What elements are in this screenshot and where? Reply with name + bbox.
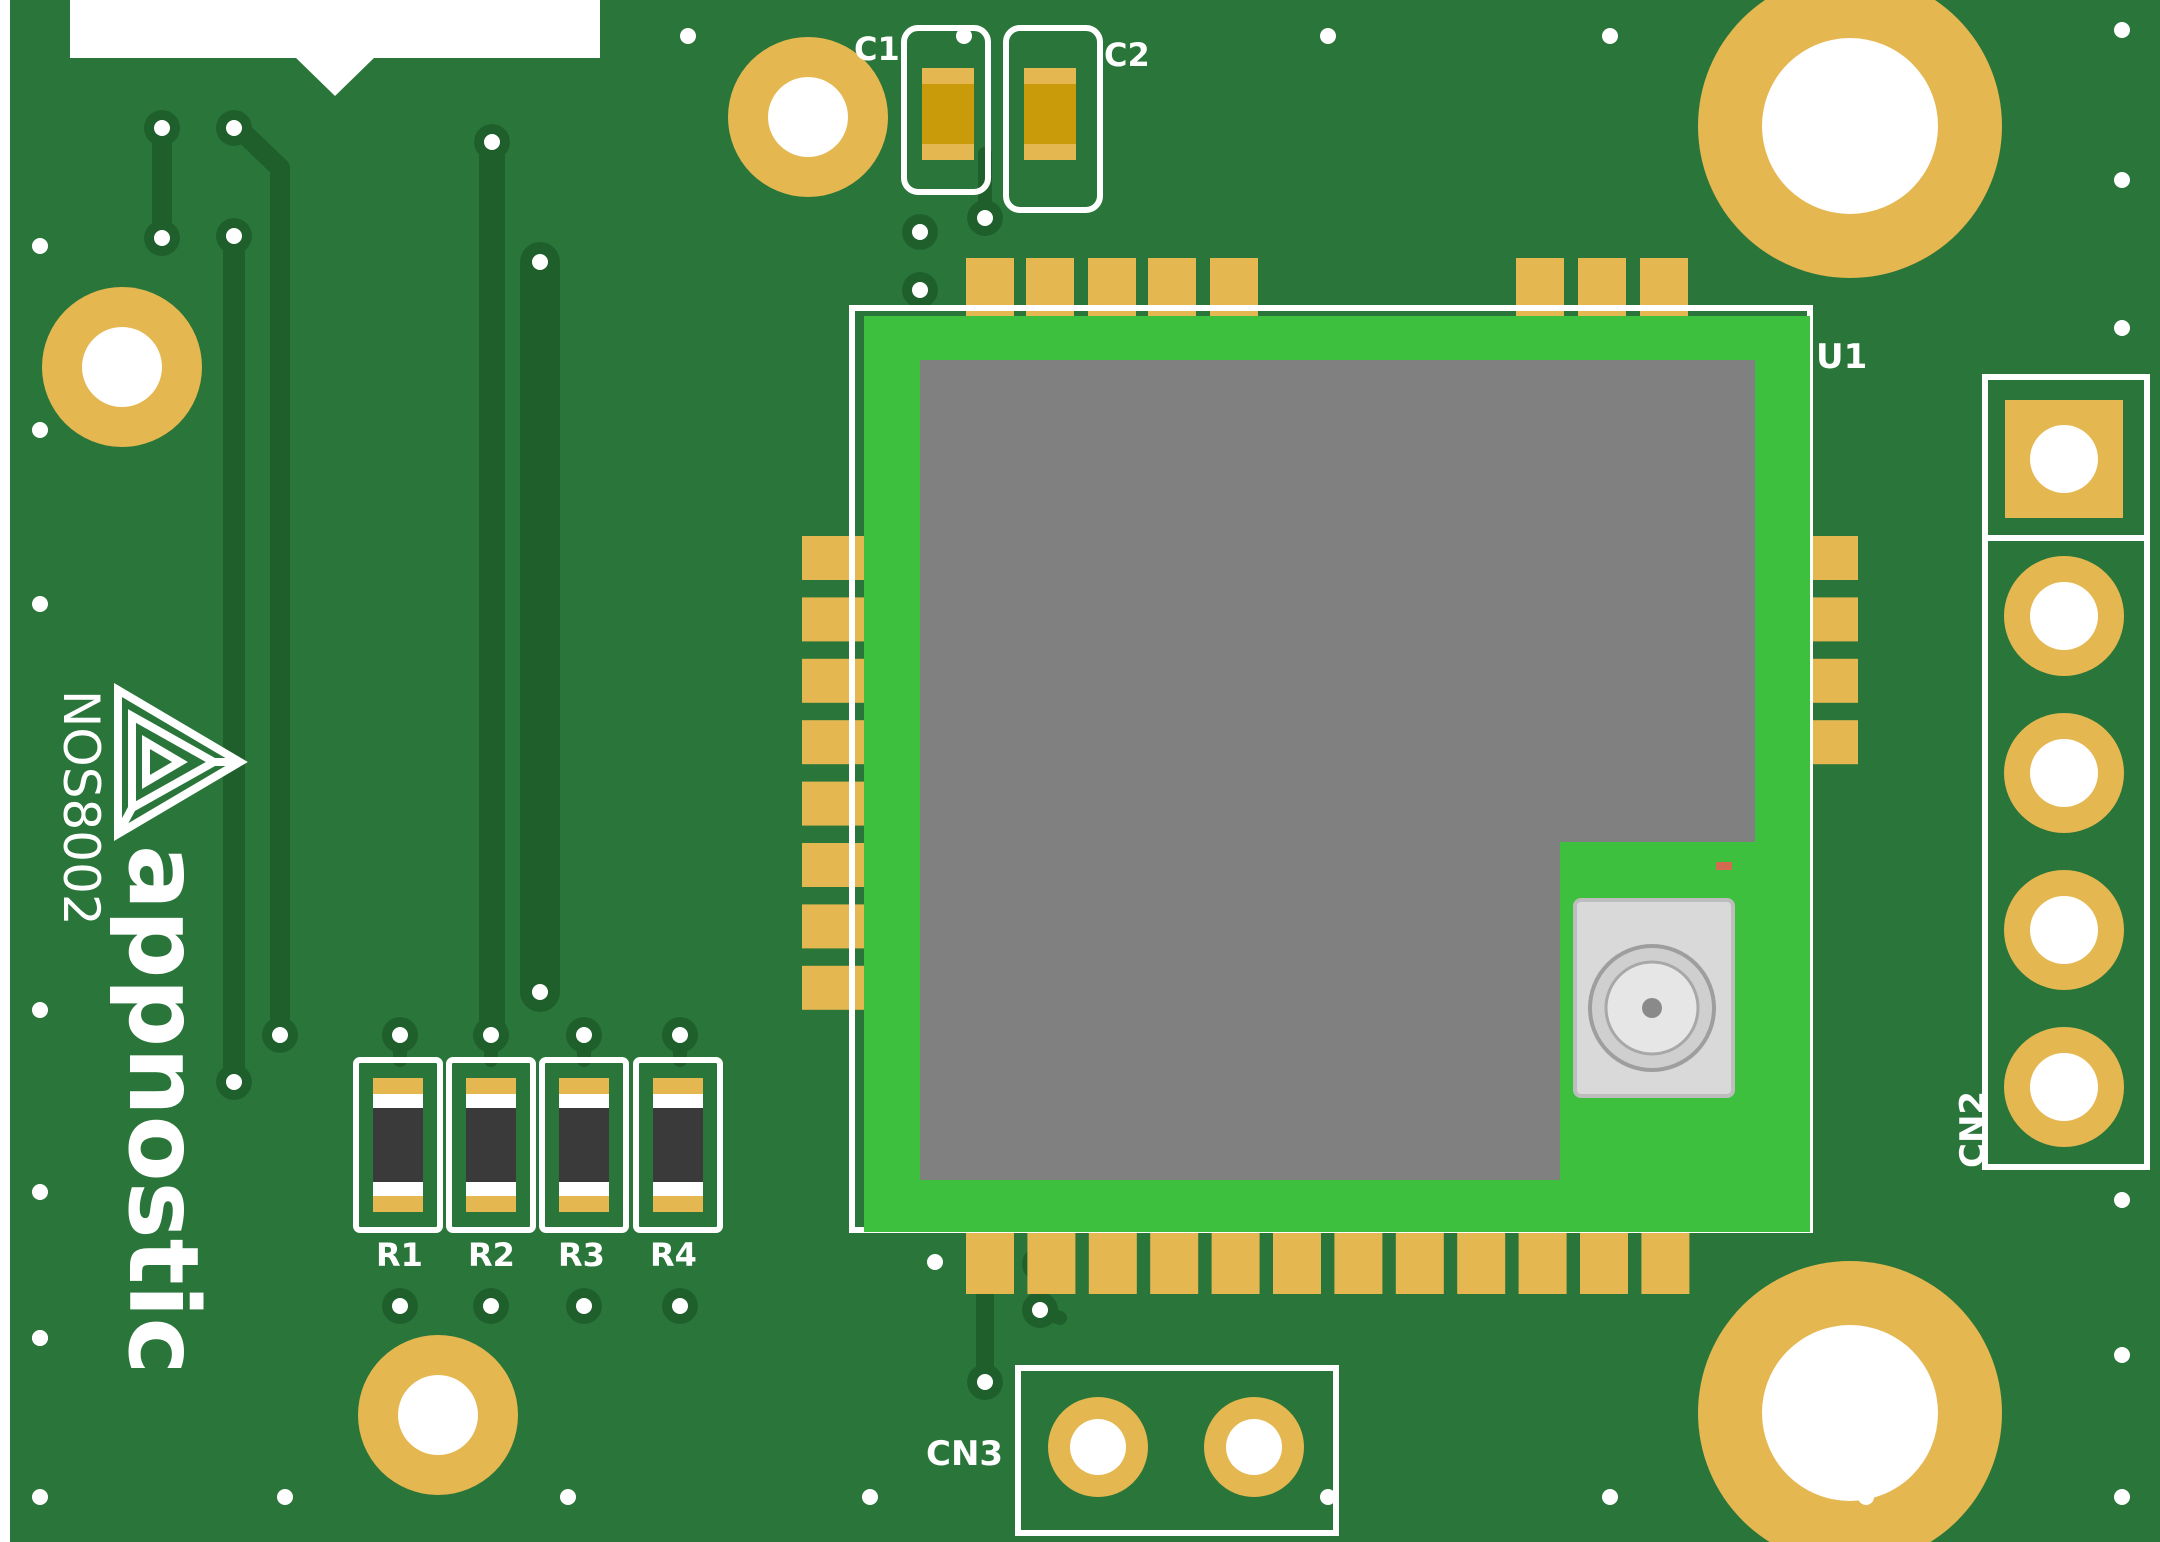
stitch-via bbox=[32, 1184, 48, 1200]
resistor-terminal bbox=[559, 1094, 609, 1108]
resistor-pad bbox=[466, 1196, 516, 1212]
via-drill bbox=[672, 1027, 688, 1043]
label-c2: C2 bbox=[1104, 36, 1150, 74]
via-drill bbox=[154, 230, 170, 246]
via-drill bbox=[672, 1298, 688, 1314]
stitch-via bbox=[32, 422, 48, 438]
stitch-via bbox=[32, 1002, 48, 1018]
resistor-pad bbox=[373, 1078, 423, 1094]
mounting-holes bbox=[42, 0, 2002, 1542]
vias bbox=[32, 22, 2130, 1505]
resistor-terminal bbox=[559, 1182, 609, 1196]
resistor-r3-outline bbox=[539, 1057, 629, 1233]
resistor-terminal bbox=[373, 1094, 423, 1108]
label-u1: U1 bbox=[1816, 337, 1867, 377]
via-drill bbox=[483, 1298, 499, 1314]
resistor-terminal bbox=[466, 1094, 516, 1108]
cn2-pin-drill bbox=[2030, 1053, 2098, 1121]
resistor-r4-outline bbox=[633, 1057, 723, 1233]
stitch-via bbox=[2114, 1489, 2130, 1505]
cn2-pin-drill bbox=[2030, 582, 2098, 650]
stitch-via bbox=[32, 1330, 48, 1346]
rf-shield-can bbox=[920, 360, 1755, 1180]
label-cn2: CN2 bbox=[1953, 1091, 1993, 1168]
stitch-via bbox=[1602, 1489, 1618, 1505]
ufl-center-pin bbox=[1642, 998, 1662, 1018]
stitch-via bbox=[1320, 28, 1336, 44]
resistor-terminal bbox=[653, 1094, 703, 1108]
edge-marker bbox=[70, 0, 600, 96]
capacitor-c1 bbox=[901, 25, 991, 195]
via-drill bbox=[532, 254, 548, 270]
model-number: NOS8002 bbox=[52, 690, 110, 926]
via-drill bbox=[226, 1074, 242, 1090]
stitch-via bbox=[1320, 1489, 1336, 1505]
via-drill bbox=[226, 120, 242, 136]
via-drill bbox=[154, 120, 170, 136]
resistors bbox=[353, 1057, 723, 1233]
via-drill bbox=[532, 984, 548, 1000]
stitch-via bbox=[1858, 1489, 1874, 1505]
resistor-pad bbox=[559, 1078, 609, 1094]
module-u1 bbox=[849, 305, 1813, 1233]
stitch-via bbox=[2114, 1347, 2130, 1363]
label-r3: R3 bbox=[558, 1236, 605, 1274]
stitch-via bbox=[956, 28, 972, 44]
cn2-pin-drill bbox=[2030, 739, 2098, 807]
via-drill bbox=[484, 134, 500, 150]
via-drill bbox=[912, 282, 928, 298]
via-drill bbox=[912, 224, 928, 240]
stitch-via bbox=[927, 1254, 943, 1270]
resistor-pad bbox=[373, 1196, 423, 1212]
stitch-via bbox=[1602, 28, 1618, 44]
stitch-via bbox=[680, 28, 696, 44]
via-drill bbox=[576, 1298, 592, 1314]
connector-cn3 bbox=[1015, 1365, 1339, 1536]
mounting-hole-left-drill bbox=[82, 327, 162, 407]
label-cn3: CN3 bbox=[926, 1434, 1003, 1474]
pin-header-cn2 bbox=[1982, 374, 2150, 1170]
resistor-terminal bbox=[466, 1182, 516, 1196]
via-drill bbox=[226, 228, 242, 244]
stitch-via bbox=[862, 1489, 878, 1505]
cn2-pin-drill bbox=[2030, 896, 2098, 964]
resistor-terminal bbox=[653, 1182, 703, 1196]
via-drill bbox=[483, 1027, 499, 1043]
via-drill bbox=[392, 1027, 408, 1043]
stitch-via bbox=[2114, 172, 2130, 188]
label-r1: R1 bbox=[376, 1236, 423, 1274]
stitch-via bbox=[32, 596, 48, 612]
via-drill bbox=[977, 1374, 993, 1390]
appnostic-triangle-logo bbox=[114, 682, 248, 842]
via-drill bbox=[977, 210, 993, 226]
resistor-pad bbox=[653, 1078, 703, 1094]
capacitor-c2 bbox=[1003, 25, 1103, 213]
resistor-terminal bbox=[373, 1182, 423, 1196]
via-drill bbox=[272, 1027, 288, 1043]
brand-wordmark: appnostic bbox=[107, 845, 219, 1374]
via-drill bbox=[576, 1027, 592, 1043]
via-drill bbox=[392, 1298, 408, 1314]
mounting-hole-top-drill bbox=[768, 77, 848, 157]
resistor-r1-outline bbox=[353, 1057, 443, 1233]
resistor-r2-outline bbox=[446, 1057, 536, 1233]
stitch-via bbox=[2114, 1192, 2130, 1208]
via-drill bbox=[1032, 1302, 1048, 1318]
resistor-pad bbox=[466, 1078, 516, 1094]
label-r2: R2 bbox=[468, 1236, 515, 1274]
label-r4: R4 bbox=[650, 1236, 697, 1274]
mounting-hole-bottom-left-drill bbox=[398, 1375, 478, 1455]
mounting-hole-bottom-right-drill bbox=[1762, 1325, 1938, 1501]
stitch-via bbox=[2114, 22, 2130, 38]
resistor-pad bbox=[559, 1196, 609, 1212]
stitch-via bbox=[560, 1489, 576, 1505]
label-c1: C1 bbox=[854, 30, 900, 68]
stitch-via bbox=[32, 1489, 48, 1505]
mounting-hole-top-right-drill bbox=[1762, 38, 1938, 214]
stitch-via bbox=[32, 238, 48, 254]
stitch-via bbox=[277, 1489, 293, 1505]
stitch-via bbox=[2114, 320, 2130, 336]
resistor-pad bbox=[653, 1196, 703, 1212]
